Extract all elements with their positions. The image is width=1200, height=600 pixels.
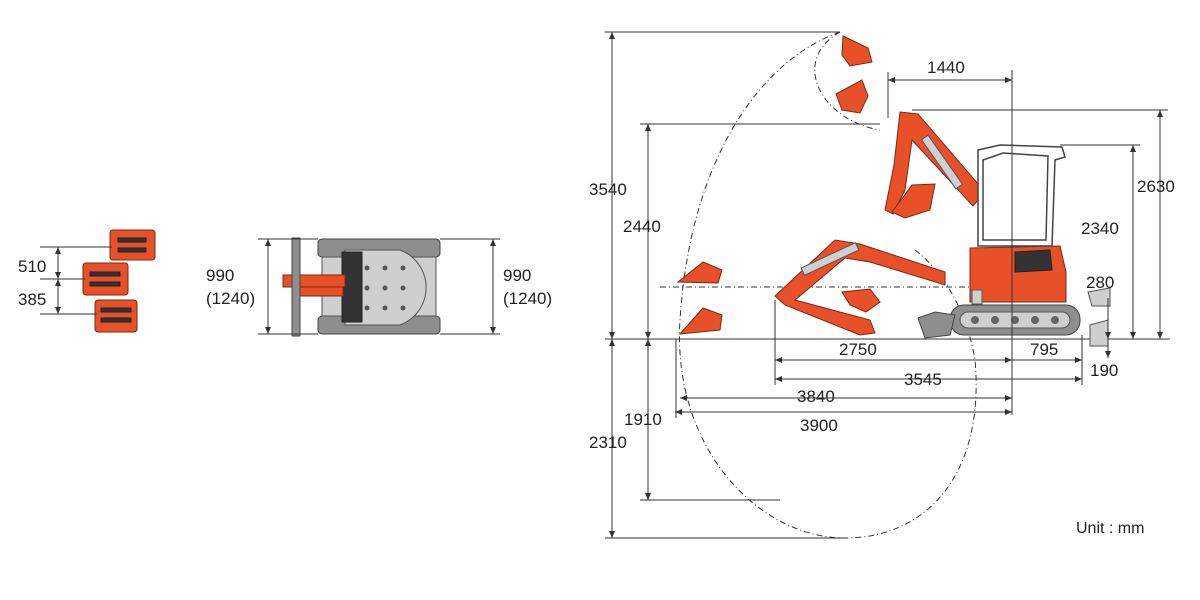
dim-max-digging-height: 3540 xyxy=(589,180,627,199)
excavator-top-view xyxy=(258,237,500,337)
raised-arm xyxy=(884,111,986,219)
bucket-upper-offset-label: 510 xyxy=(18,257,46,276)
dim-min-swing-radius: 1440 xyxy=(927,58,965,77)
dim-max-reach-ground: 3840 xyxy=(797,387,835,406)
dim-max-reach: 3900 xyxy=(800,416,838,435)
dim-vertical-wall-depth: 1910 xyxy=(624,410,662,429)
bucket-positions xyxy=(676,35,881,335)
excavator-side-view xyxy=(605,31,1170,539)
dim-cabin-height: 2340 xyxy=(1081,219,1119,238)
dim-transport-length: 2750 xyxy=(839,340,877,359)
top-left-width-alt-label: (1240) xyxy=(206,289,255,308)
dim-blade-depth: 190 xyxy=(1090,361,1118,380)
dim-blade-lift: 280 xyxy=(1086,273,1114,292)
dim-max-digging-depth: 2310 xyxy=(589,433,627,452)
top-right-width-alt-label: (1240) xyxy=(503,289,552,308)
working-range-envelope xyxy=(679,31,977,539)
bucket-lower-offset-label: 385 xyxy=(18,290,46,309)
bucket-front-views xyxy=(40,229,156,333)
dim-max-dumping-height: 2440 xyxy=(623,217,661,236)
dim-overall-height: 2630 xyxy=(1137,177,1175,196)
top-right-width-label: 990 xyxy=(503,266,531,285)
top-left-width-label: 990 xyxy=(206,266,234,285)
unit-label: Unit : mm xyxy=(1076,520,1144,537)
top-blade xyxy=(291,237,301,337)
bucket-bottom xyxy=(94,299,138,333)
bucket-top xyxy=(109,229,156,261)
dim-tail-length: 795 xyxy=(1030,340,1058,359)
bucket-middle xyxy=(82,262,129,296)
dozer-blade xyxy=(917,311,956,339)
undercarriage xyxy=(917,287,1111,347)
dim-overall-length: 3545 xyxy=(904,370,942,389)
lowered-arm xyxy=(774,239,946,336)
cabin-and-body xyxy=(969,144,1067,305)
